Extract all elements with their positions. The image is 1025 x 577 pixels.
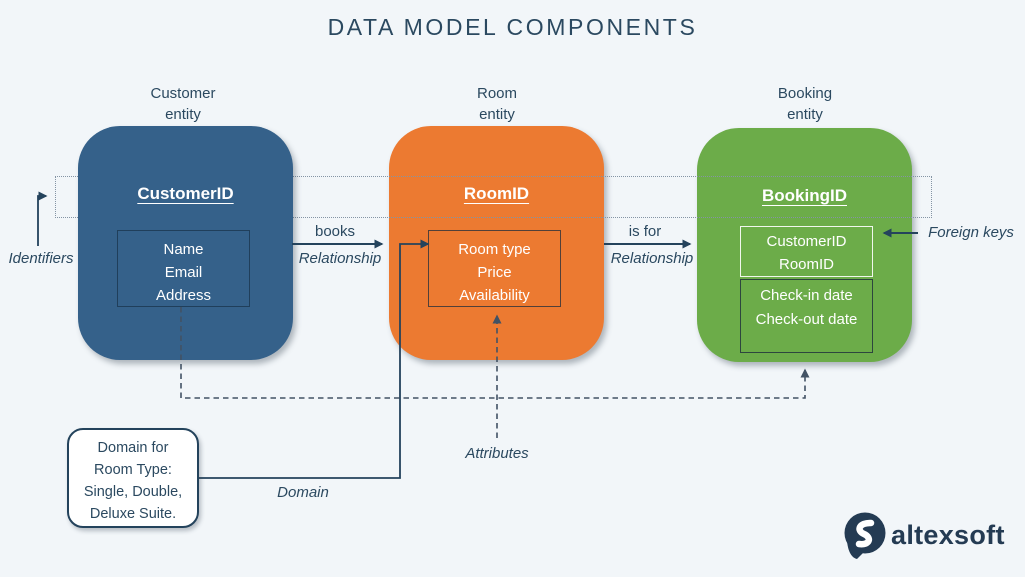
customer-entity-box: CustomerID Name Email Address [78,126,293,360]
room-entity-label: Room entity [476,85,517,123]
domain-note: Domain for Room Type: Single, Double, De… [67,428,199,528]
page-title: DATA MODEL COMPONENTS [327,14,698,40]
domain-label: Domain [277,484,329,501]
relationship-label-books: books [314,223,356,240]
relationship-label-is-for: is for [628,223,662,240]
altexsoft-logo: altexsoft [842,511,1012,561]
identifiers-label: Identifiers [8,250,74,267]
booking-foreign-keys-box: CustomerID RoomID [740,226,873,277]
relationship-sublabel-is-for: Relationship [610,250,694,267]
relationship-sublabel-books: Relationship [298,250,382,267]
booking-id-heading: BookingID [762,186,847,205]
attributes-label: Attributes [465,445,529,462]
foreign-keys-label: Foreign keys [928,224,1014,241]
customer-id-heading: CustomerID [137,184,234,203]
room-id-heading: RoomID [463,184,530,203]
identifiers-band [55,176,932,218]
identifiers-arrow [37,191,48,246]
booking-entity-label: Booking entity [777,85,833,123]
room-entity-box: RoomID Room type Price Availability [389,126,604,360]
booking-attributes-box: Check-in date Check-out date [740,279,873,353]
altexsoft-logo-icon [844,512,886,559]
altexsoft-logo-text: altexsoft [891,520,1005,550]
customer-entity-label: Customer entity [150,85,216,123]
booking-entity-box: BookingID CustomerID RoomID Check-in dat… [697,128,912,362]
customer-attributes-box: Name Email Address [117,230,250,307]
room-attributes-box: Room type Price Availability [428,230,561,307]
